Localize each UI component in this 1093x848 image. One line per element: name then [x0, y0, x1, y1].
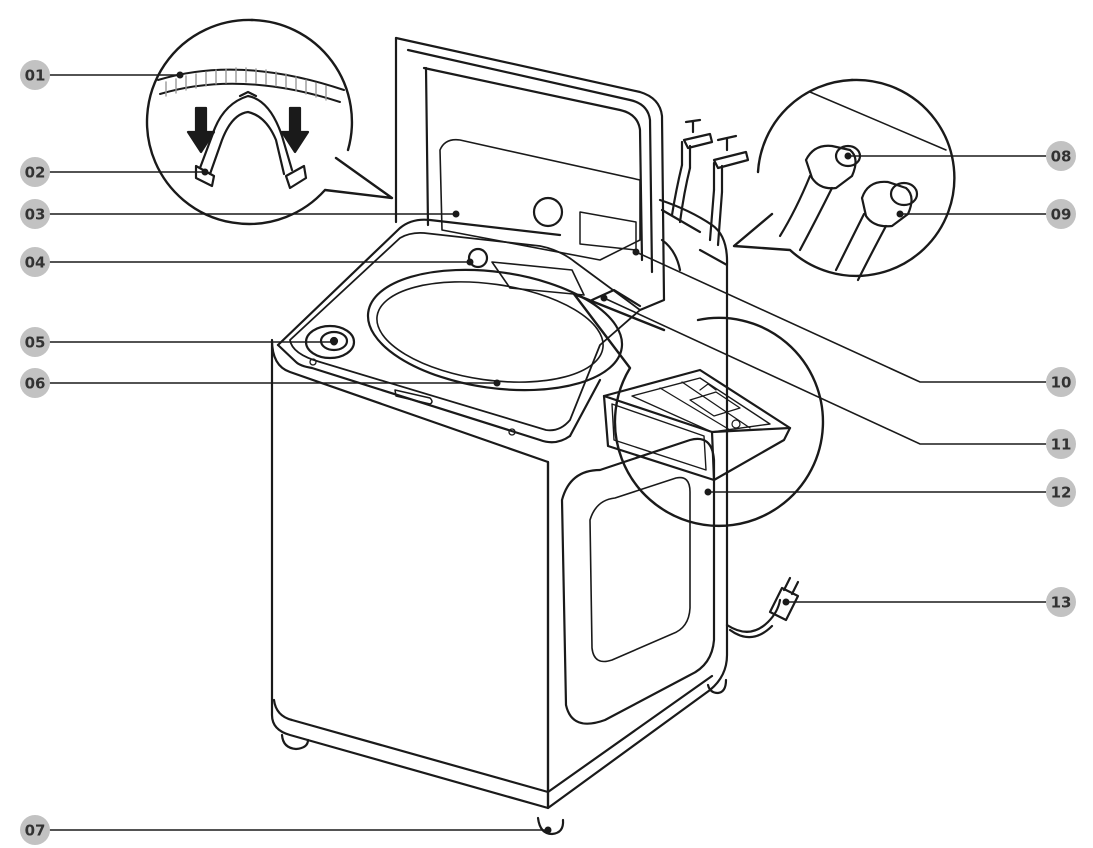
callout-10: 10	[1046, 367, 1076, 397]
svg-text:03: 03	[25, 206, 46, 224]
callout-09: 09	[1046, 199, 1076, 229]
callout-08: 08	[1046, 141, 1076, 171]
svg-text:07: 07	[25, 822, 46, 840]
svg-text:08: 08	[1051, 148, 1072, 166]
open-lid	[394, 36, 666, 312]
callout-11: 11	[1046, 429, 1076, 459]
callout-05: 05	[20, 327, 50, 357]
callout-02: 02	[20, 157, 50, 187]
leader-line-11	[603, 297, 1046, 445]
callout-03: 03	[20, 199, 50, 229]
callout-04: 04	[20, 247, 50, 277]
callout-badges: 01 02 03 04 05 06 07 08	[20, 60, 1076, 845]
water-tap-icon	[670, 118, 750, 247]
svg-text:10: 10	[1051, 374, 1072, 392]
power-plug-icon	[768, 576, 800, 622]
svg-text:11: 11	[1051, 436, 1072, 454]
callout-01: 01	[20, 60, 50, 90]
leader-line-10	[635, 251, 1046, 383]
callout-12: 12	[1046, 477, 1076, 507]
svg-text:12: 12	[1051, 484, 1072, 502]
svg-text:13: 13	[1051, 594, 1072, 612]
power-cord	[725, 598, 782, 639]
machine-cabinet	[270, 218, 729, 836]
inlet-hose-magnifier-icon	[732, 78, 956, 282]
detergent-drawer-magnifier-icon	[572, 292, 825, 528]
svg-text:01: 01	[25, 67, 46, 85]
hose-clip-magnifier-icon	[145, 18, 394, 226]
svg-text:05: 05	[25, 334, 46, 352]
svg-text:04: 04	[25, 254, 46, 272]
svg-text:02: 02	[25, 164, 46, 182]
callout-13: 13	[1046, 587, 1076, 617]
callout-07: 07	[20, 815, 50, 845]
svg-text:06: 06	[25, 375, 46, 393]
leader-lines	[48, 71, 1046, 834]
callout-06: 06	[20, 368, 50, 398]
svg-text:09: 09	[1051, 206, 1072, 224]
